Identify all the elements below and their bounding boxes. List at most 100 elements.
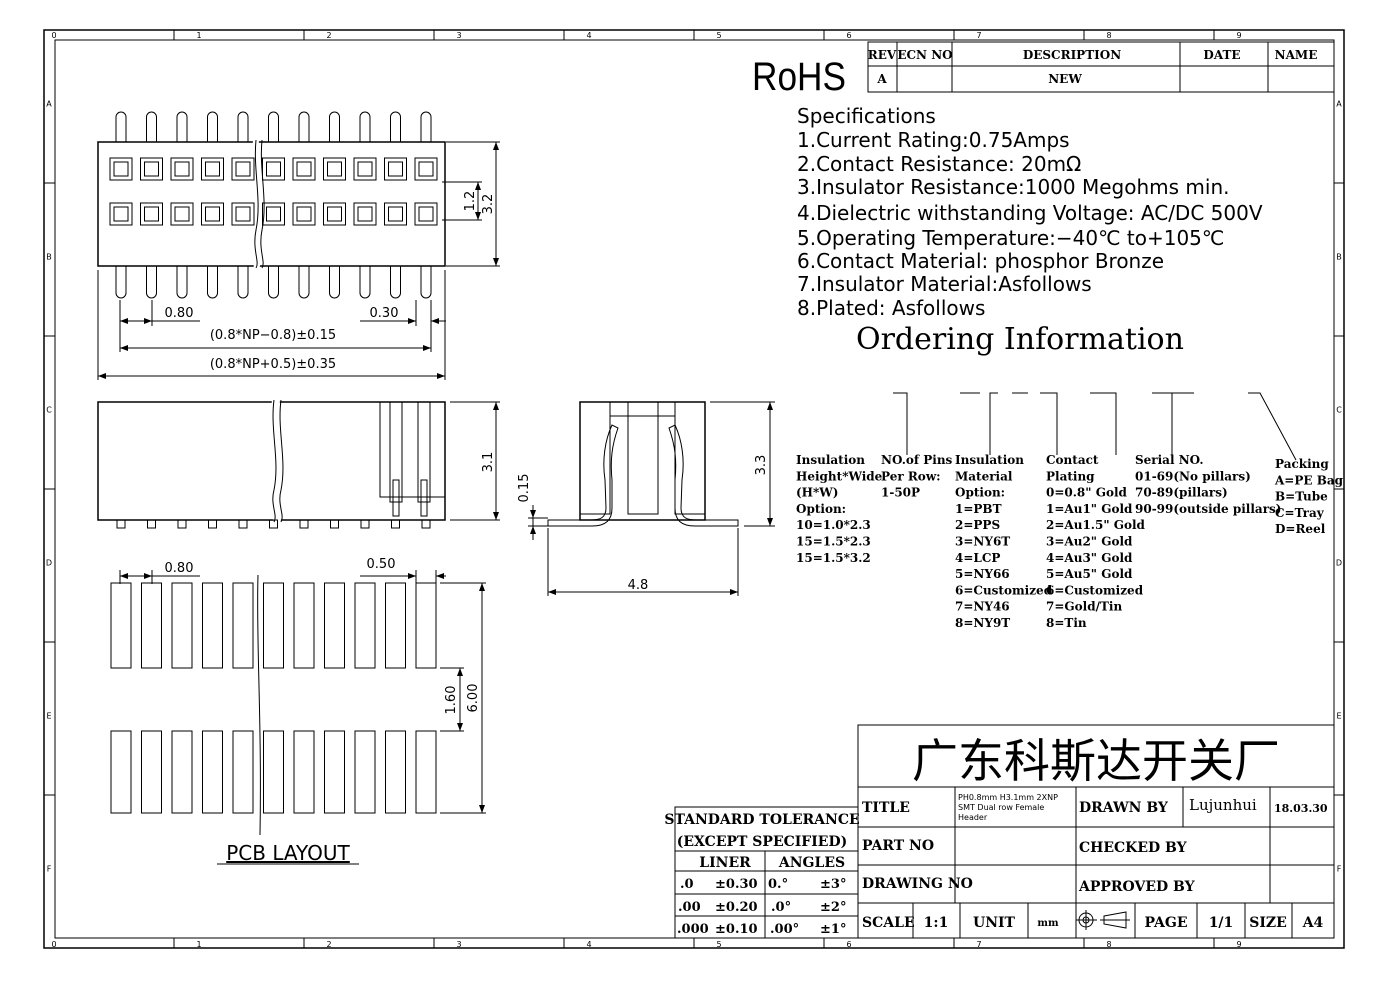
contact-cavity (292, 157, 316, 181)
solder-tail (238, 519, 248, 529)
pcb-pad (263, 730, 284, 814)
zone-number-bottom: 3 (456, 940, 461, 949)
contact-cavity (414, 202, 438, 226)
zone-number-top: 8 (1106, 31, 1111, 40)
zone-letter-left: E (46, 712, 51, 721)
ordering-option-line: Insulation (955, 453, 1024, 467)
pcb-pad (415, 730, 437, 814)
tol-lin-a: .000 (677, 922, 709, 937)
contact-cavity-inner (327, 206, 342, 222)
solder-tail (116, 519, 126, 529)
revision-block: REV ECN NO DESCRIPTION DATE NAME A NEW (867, 41, 1335, 93)
dim-3-3: 3.3 (754, 455, 769, 476)
ordering-option-line: 90-99(outside pillars) (1135, 502, 1281, 516)
contact-slot (417, 401, 431, 503)
contact-cavity-inner (113, 206, 129, 222)
contact-pin (420, 266, 432, 299)
pcb-pad (171, 582, 193, 669)
ecn-header: ECN NO (897, 48, 952, 62)
ordering-option-line: 4=LCP (955, 551, 1000, 565)
contact-pin (359, 111, 371, 142)
title-value-line: Header (958, 813, 988, 822)
zone-letter-right: E (1336, 712, 1341, 721)
pcb-layout-label: PCB LAYOUT (226, 841, 350, 865)
zone-number-top: 7 (976, 31, 981, 40)
zone-number-bottom: 8 (1106, 940, 1111, 949)
zone-letter-right: A (1336, 100, 1342, 109)
spec-item: 1.Current Rating:0.75Amps (797, 128, 1070, 152)
pcb-pad (202, 582, 223, 669)
contact-cavity (353, 157, 377, 181)
size-value: A4 (1302, 915, 1324, 931)
ordering-option-line: Option: (796, 502, 846, 516)
contact-cavity-inner (266, 206, 281, 222)
pcb-pad (354, 730, 376, 814)
contact-cavity-inner (357, 161, 373, 177)
contact-cavity (262, 157, 285, 181)
contact-cavity (170, 202, 194, 226)
contact-pin (237, 266, 249, 299)
ordering-option-line: 6=Customized (1046, 583, 1144, 597)
pcb-pad (202, 730, 223, 814)
zone-letter-left: A (46, 100, 52, 109)
spec-item: 2.Contact Resistance: 20mΩ (797, 152, 1081, 176)
size-label: SIZE (1249, 915, 1287, 931)
contact-pin (359, 266, 371, 299)
ordering-option-line: 7=NY46 (955, 600, 1010, 614)
contact-leg (392, 479, 400, 517)
front-view: 3.1 (97, 399, 500, 529)
ordering-option-line: 2=Au1.5" Gold (1046, 518, 1146, 532)
pcb-pad (232, 730, 254, 814)
zone-number-bottom: 5 (716, 940, 721, 949)
ordering-option-line: 6=Customized (955, 583, 1053, 597)
unit-value: mm (1037, 918, 1059, 929)
contact-cavity-inner (174, 161, 190, 177)
pcb-pad (415, 582, 437, 669)
section-hatch (379, 401, 446, 498)
contact-pin (329, 266, 340, 299)
contact-cavity-inner (296, 161, 312, 177)
projection-symbol-icon (1076, 910, 1130, 930)
ordering-option-line: 8=NY9T (955, 616, 1010, 630)
description-header: DESCRIPTION (1023, 48, 1121, 62)
tol-ang-a: .00° (770, 922, 799, 937)
ordering-option-line: 1-50P (881, 486, 920, 500)
contact-pin (176, 111, 188, 142)
zone-number-bottom: 2 (326, 940, 331, 949)
contact-pin (298, 266, 310, 299)
page-label: PAGE (1145, 915, 1188, 931)
contact-cavity (201, 157, 224, 181)
ordering-option-line: 4=Au3" Gold (1046, 551, 1133, 565)
tol-lin-a: .00 (678, 900, 701, 915)
tol-lin-b: ±0.20 (715, 900, 758, 915)
pcb-pad (171, 730, 193, 814)
zone-number-top: 3 (456, 31, 461, 40)
rohs-logo: RoHS (752, 55, 846, 99)
solder-tail (360, 519, 370, 529)
ordering-option-line: 7=Gold/Tin (1046, 600, 1122, 614)
contact-cavity-inner (266, 161, 281, 177)
contact-cavity-inner (388, 206, 403, 222)
tol-lin-b: ±0.30 (715, 877, 758, 892)
ordering-option-line: 3=Au2" Gold (1046, 535, 1133, 549)
contact-cavity (201, 202, 224, 226)
zone-number-bottom: 6 (846, 940, 851, 949)
rev-header: REV (868, 48, 897, 62)
date-value: 18.03.30 (1274, 802, 1328, 815)
pcb-pad (324, 582, 345, 669)
zone-letter-right: D (1336, 559, 1342, 568)
dim-0-80-pcb: 0.80 (165, 561, 194, 576)
tol-lin-a: .0 (680, 877, 694, 892)
specifications: Specifications 1.Current Rating:0.75Amps… (797, 104, 1263, 320)
ordering-option-line: 15=1.5*2.3 (796, 535, 871, 549)
ordering-title: Ordering Information (856, 322, 1184, 357)
top-view: 1.2 3.2 0.80 0.30 (0.8*NP−0.8)±0.15 (0.8… (97, 111, 500, 380)
pcb-pad (354, 582, 376, 669)
contact-cavity-inner (174, 206, 190, 222)
contact-cavity (414, 157, 438, 181)
ordering-option-line: 1=Au1" Gold (1046, 502, 1133, 516)
ordering-option-line: 8=Tin (1046, 616, 1087, 630)
ordering-option-line: 70-89(pillars) (1135, 486, 1228, 500)
tol-ang-a: 0.° (768, 877, 788, 892)
contact-pin (115, 111, 127, 142)
